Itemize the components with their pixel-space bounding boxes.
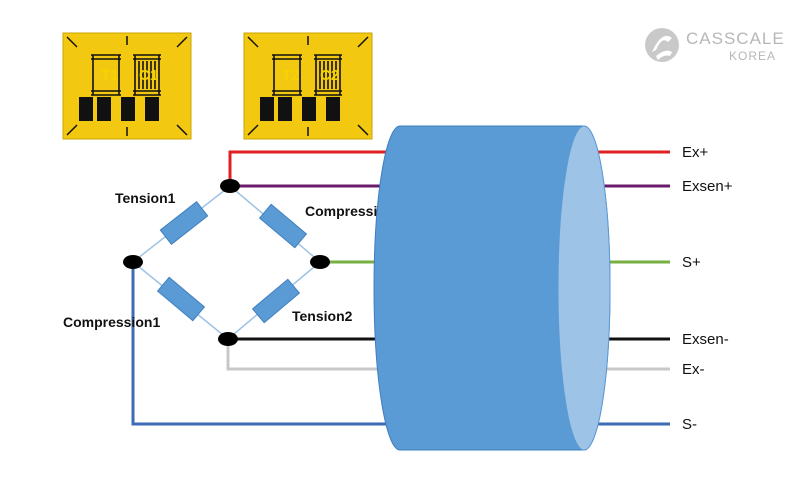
node-bottom xyxy=(218,332,238,346)
wheatstone-bridge xyxy=(123,179,330,346)
gauge2-left-label: T2 xyxy=(282,67,300,84)
resistor-compression2 xyxy=(258,203,308,249)
resistor-compression1 xyxy=(156,276,206,322)
label-tension1: Tension1 xyxy=(115,190,176,206)
resistor-tension2 xyxy=(251,278,301,324)
resistor-tension1 xyxy=(159,201,209,245)
terminal-exsen-plus: Exsen+ xyxy=(682,178,733,195)
terminal-exsen-minus: Exsen- xyxy=(682,331,729,348)
casscale-logo: CASSCALE KOREA xyxy=(645,28,785,63)
label-tension2: Tension2 xyxy=(292,308,353,324)
strain-gauge-2: T2 C2 xyxy=(243,32,373,140)
logo-line1: CASSCALE xyxy=(686,29,785,48)
gauge1-right-label: C1 xyxy=(139,67,158,84)
logo-line2: KOREA xyxy=(729,49,776,63)
gauge1-left-label: T1 xyxy=(101,67,119,84)
terminal-ex-plus: Ex+ xyxy=(682,144,709,161)
node-left xyxy=(123,255,143,269)
strain-gauge-1: T1 C1 xyxy=(62,32,192,140)
label-compression1: Compression1 xyxy=(63,314,160,330)
node-right xyxy=(310,255,330,269)
cable-cylinder xyxy=(373,125,611,451)
terminal-s-plus: S+ xyxy=(682,254,701,271)
logo-mark-icon xyxy=(645,28,679,62)
node-top xyxy=(220,179,240,193)
terminal-ex-minus: Ex- xyxy=(682,361,705,378)
terminal-labels: Ex+ Exsen+ S+ Exsen- Ex- S- xyxy=(682,144,733,433)
terminal-s-minus: S- xyxy=(682,416,697,433)
gauge2-right-label: C2 xyxy=(320,67,339,84)
